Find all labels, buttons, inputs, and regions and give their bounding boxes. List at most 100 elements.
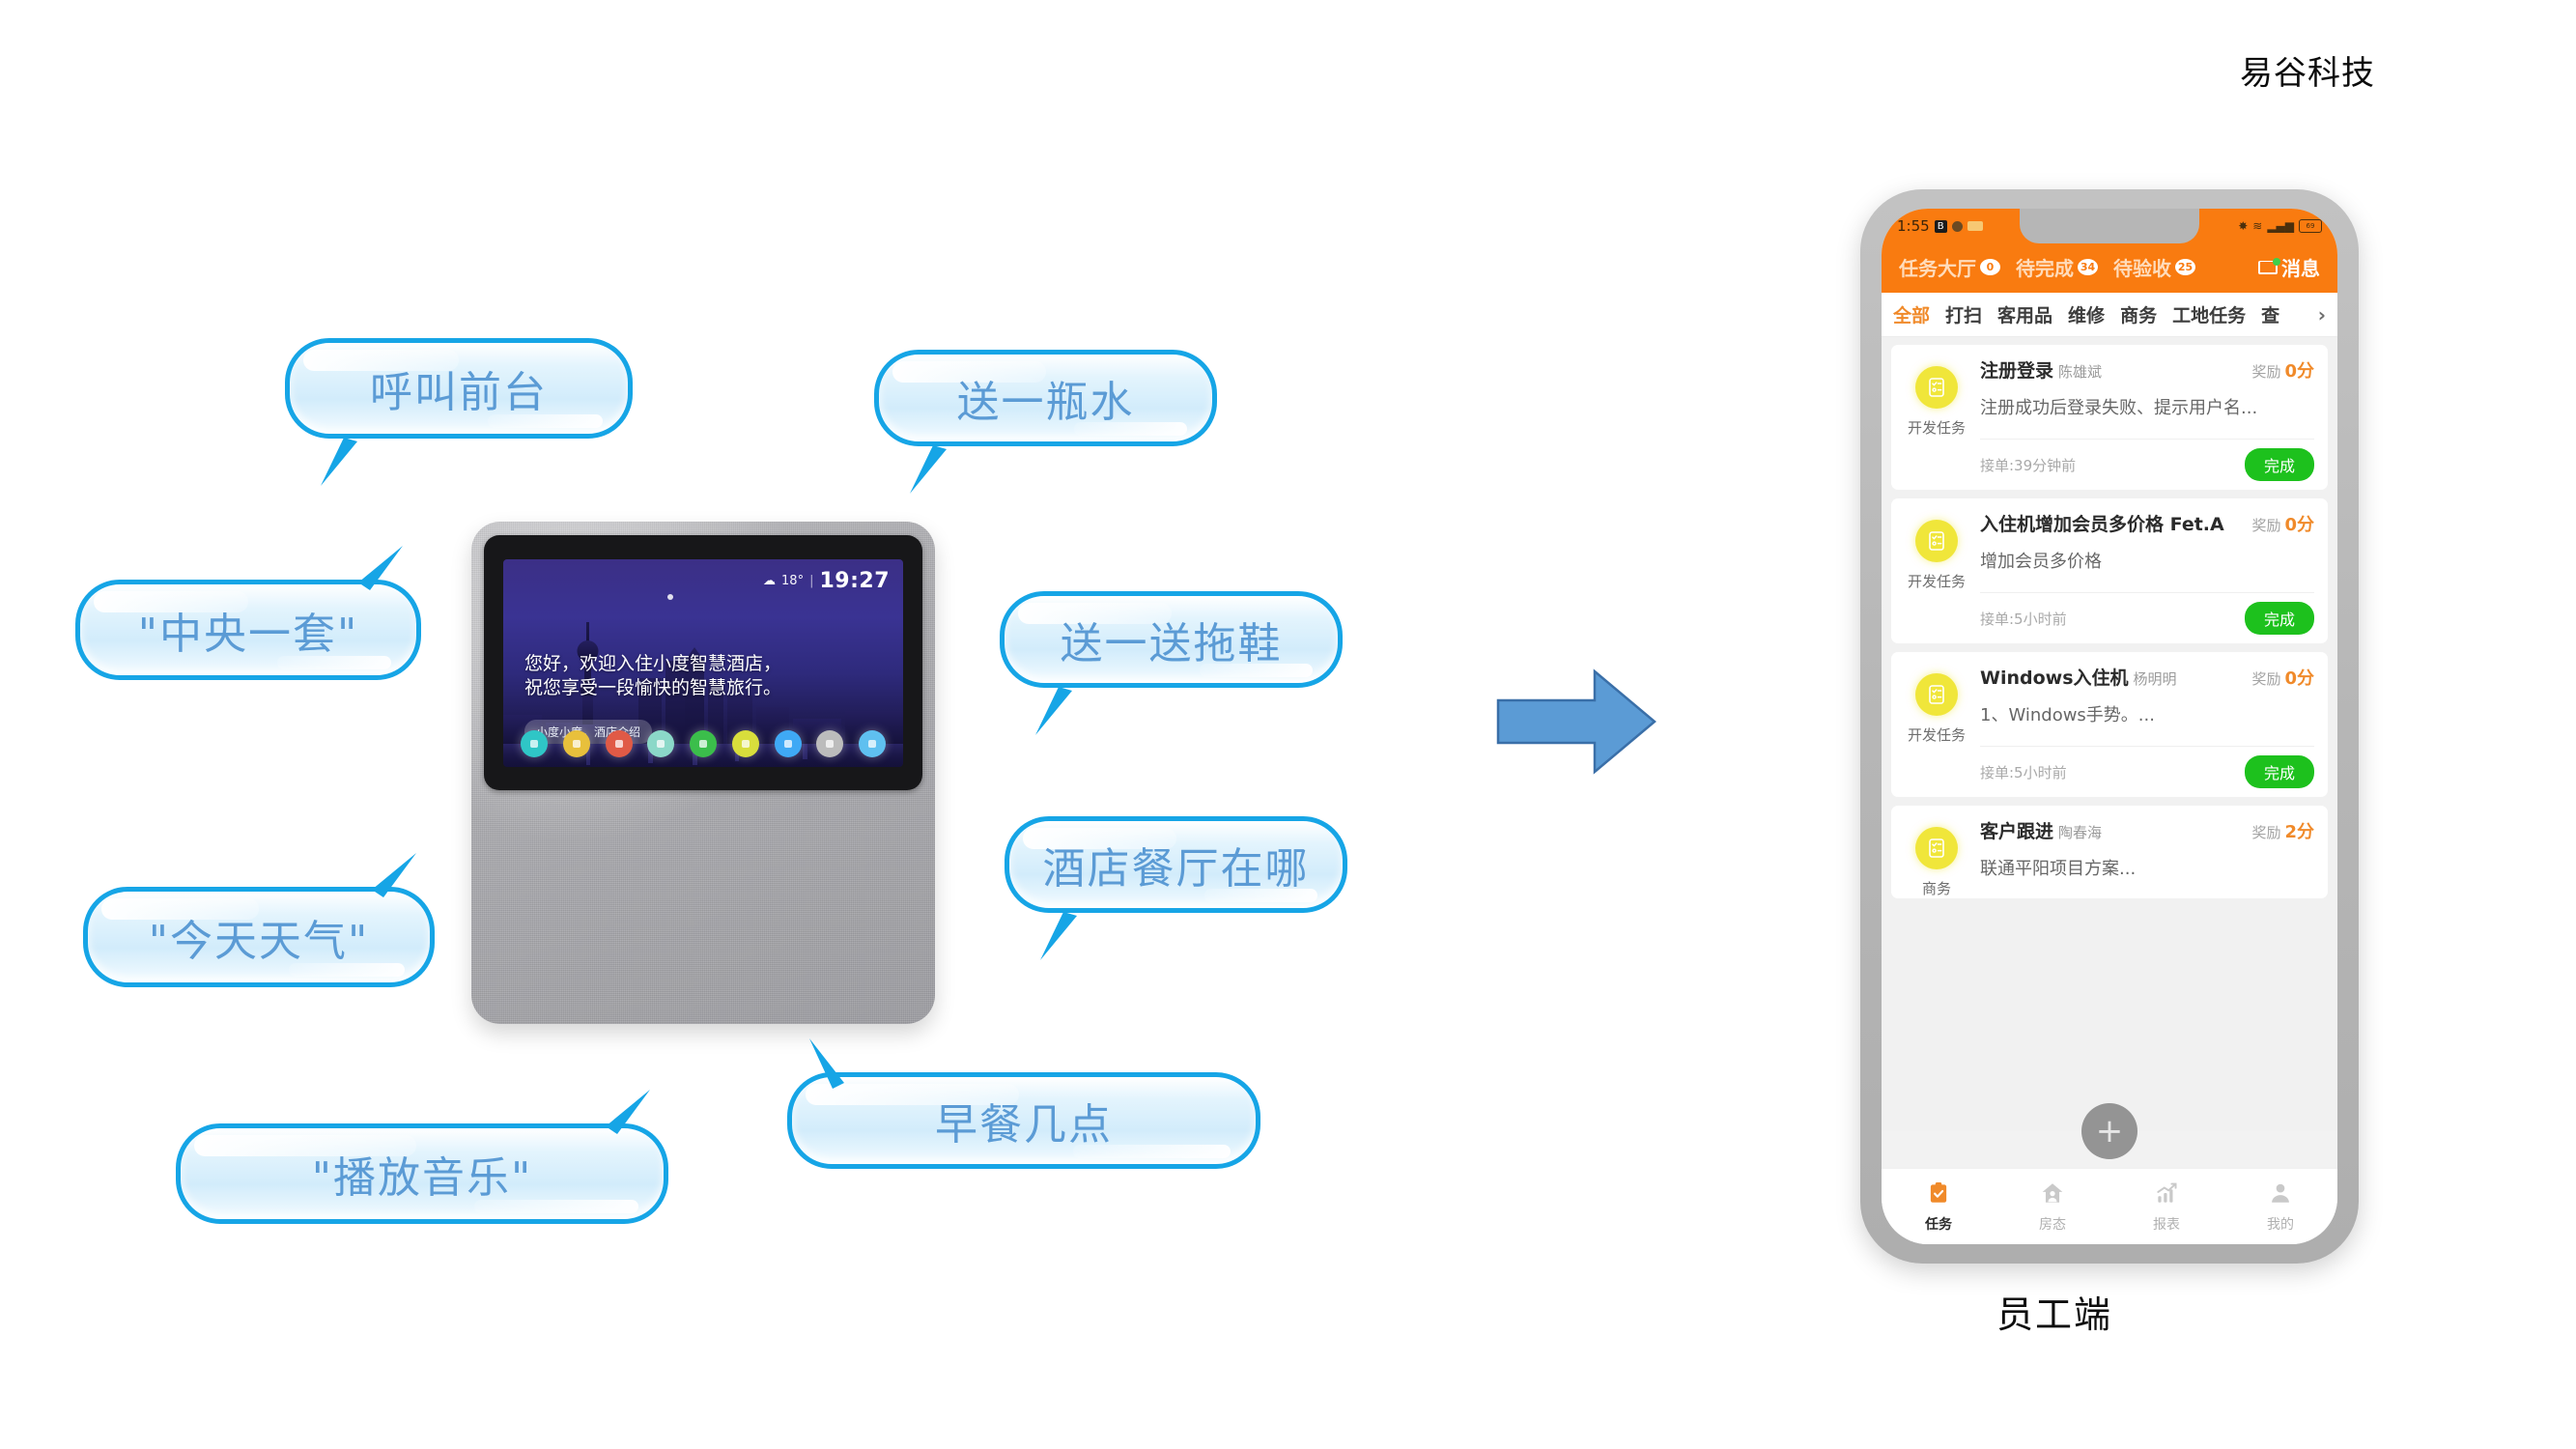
speech-bubble-label: 酒店餐厅在哪 — [1042, 844, 1310, 894]
task-accept-time: 接单:39分钟前 — [1980, 456, 2077, 474]
category-4[interactable]: 商务 — [2120, 305, 2158, 327]
smart-display-device: ☁ 18° | 19:27 您好，欢迎入住小度智慧酒店， 祝您享受一段愉快的智慧… — [471, 522, 935, 1024]
task-type-icon — [1915, 520, 1958, 562]
task-card-footer: 接单:39分钟前 完成 — [1980, 439, 2314, 490]
speech-bubble-send-slippers: 送一送拖鞋 — [1000, 591, 1343, 735]
category-0[interactable]: 全部 — [1893, 305, 1931, 327]
task-reward-value: 0分 — [2284, 515, 2314, 535]
tab-3[interactable]: 消息 — [2252, 253, 2326, 281]
task-reward-label: 奖励 — [2251, 363, 2281, 381]
clipboard-check-icon — [1926, 1180, 1951, 1209]
task-category-column: 开发任务 — [1905, 664, 1968, 797]
task-reward-label: 奖励 — [2251, 517, 2281, 534]
task-card-footer: 接单:5小时前完成 — [1980, 746, 2314, 797]
complete-button[interactable]: 完成 — [2244, 602, 2314, 635]
heart-app-icon[interactable] — [816, 730, 844, 757]
add-task-fab[interactable]: + — [2081, 1103, 2137, 1159]
speech-bubble-call-front-desk: 呼叫前台 — [285, 338, 633, 486]
chevron-right-icon[interactable]: › — [2317, 302, 2326, 327]
status-chip-icon — [1967, 221, 1983, 231]
speech-bubble-tail — [1040, 912, 1077, 960]
nav-item-3[interactable]: 我的 — [2223, 1180, 2337, 1234]
screen-greeting-line2: 祝您享受一段愉快的智慧旅行。 — [524, 677, 782, 699]
tab-badge: 0 — [1980, 259, 2000, 275]
task-title: 入住机增加会员多价格 Fet.A — [1980, 514, 2224, 535]
category-6[interactable]: 查 — [2261, 305, 2280, 327]
tab-label: 待完成 — [2016, 257, 2074, 280]
screen-temperature: 18° — [781, 574, 805, 588]
nav-item-0[interactable]: 任务 — [1882, 1180, 1996, 1234]
music-app-icon[interactable] — [731, 730, 759, 757]
tab-badge: 34 — [2078, 259, 2098, 275]
bluetooth-icon: ✸ — [2238, 219, 2249, 233]
task-description: 增加会员多价格 — [1980, 552, 2102, 572]
speech-bubble-label: 送一送拖鞋 — [1060, 619, 1283, 668]
alert-app-icon[interactable] — [605, 730, 633, 757]
speech-bubble-cctv-1: "中央一套" — [75, 546, 421, 680]
video-app-icon[interactable] — [521, 730, 548, 757]
task-type-icon — [1915, 366, 1958, 409]
speech-bubble-tail — [606, 1090, 650, 1134]
task-title: 客户跟进 — [1980, 821, 2054, 842]
complete-button[interactable]: 完成 — [2244, 755, 2314, 788]
speech-bubble-tail — [358, 546, 403, 590]
speech-bubble-today-weather: "今天天气" — [83, 853, 435, 987]
device-screen[interactable]: ☁ 18° | 19:27 您好，欢迎入住小度智慧酒店， 祝您享受一段愉快的智慧… — [503, 559, 903, 767]
nav-item-label: 我的 — [2267, 1216, 2294, 1233]
device-bezel: ☁ 18° | 19:27 您好，欢迎入住小度智慧酒店， 祝您享受一段愉快的智慧… — [484, 535, 922, 790]
bar-chart-icon — [2154, 1180, 2179, 1209]
task-category-column: 开发任务 — [1905, 510, 1968, 643]
help-app-icon[interactable] — [774, 730, 802, 757]
speech-bubble-label: "播放音乐" — [311, 1153, 533, 1203]
bottom-navigation[interactable]: 任务房态报表我的 — [1882, 1168, 2337, 1244]
task-category-label: 开发任务 — [1907, 419, 1966, 437]
tab-label: 待验收 — [2113, 257, 2171, 280]
category-3[interactable]: 维修 — [2068, 305, 2106, 327]
task-type-icon — [1915, 827, 1958, 869]
weather-app-icon[interactable] — [859, 730, 886, 757]
person-icon — [2268, 1180, 2293, 1209]
category-5[interactable]: 工地任务 — [2172, 305, 2247, 327]
tab-badge: 25 — [2175, 259, 2195, 275]
task-description: 注册成功后登录失败、提示用户名... — [1980, 398, 2258, 418]
complete-button[interactable]: 完成 — [2244, 448, 2314, 481]
shop-app-icon[interactable] — [690, 730, 717, 757]
category-filter-bar[interactable]: 全部打扫客用品维修商务工地任务查 › — [1882, 293, 2337, 337]
speech-bubble-play-music: "播放音乐" — [176, 1090, 668, 1224]
status-time: 1:55 — [1897, 217, 1930, 235]
tab-label: 消息 — [2281, 257, 2320, 280]
speech-bubble-label: 早餐几点 — [935, 1100, 1113, 1150]
task-description: 1、Windows手势。... — [1980, 705, 2155, 725]
category-1[interactable]: 打扫 — [1945, 305, 1983, 327]
category-2[interactable]: 客用品 — [1997, 305, 2053, 327]
screen-app-dock[interactable] — [521, 730, 886, 757]
gift-app-icon[interactable] — [647, 730, 675, 757]
nav-item-1[interactable]: 房态 — [1996, 1180, 2109, 1234]
task-reward-value: 0分 — [2284, 668, 2314, 689]
nav-item-2[interactable]: 报表 — [2109, 1180, 2223, 1234]
chat-app-icon[interactable] — [562, 730, 590, 757]
screen-greeting-line1: 您好，欢迎入住小度智慧酒店， — [524, 653, 782, 674]
task-reward-label: 奖励 — [2251, 824, 2281, 841]
task-card-footer: 接单:5小时前完成 — [1980, 592, 2314, 643]
speech-bubble-tail — [321, 438, 357, 486]
